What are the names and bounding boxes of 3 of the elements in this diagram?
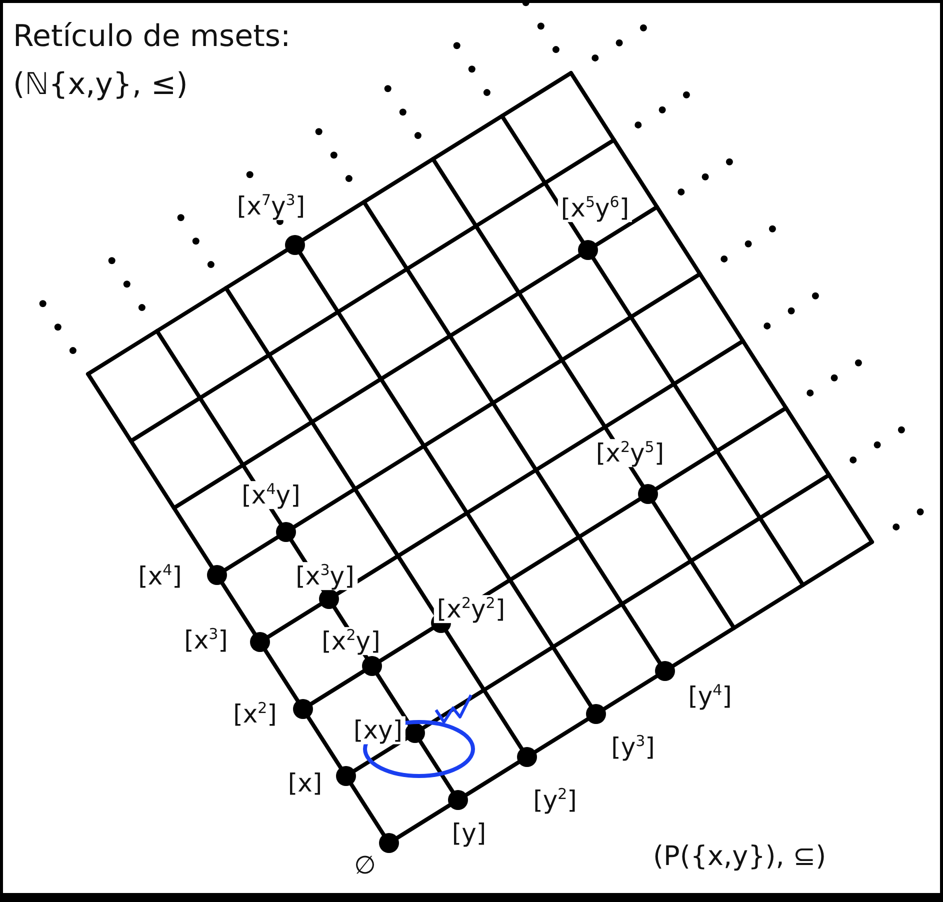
title: Retículo de msets: (ℕ{x,y}, ≤): [13, 18, 292, 104]
caption: (P({x,y}), ⊆): [653, 841, 826, 872]
point-label: [x$^{5}$y$^{6}$]: [558, 194, 632, 222]
